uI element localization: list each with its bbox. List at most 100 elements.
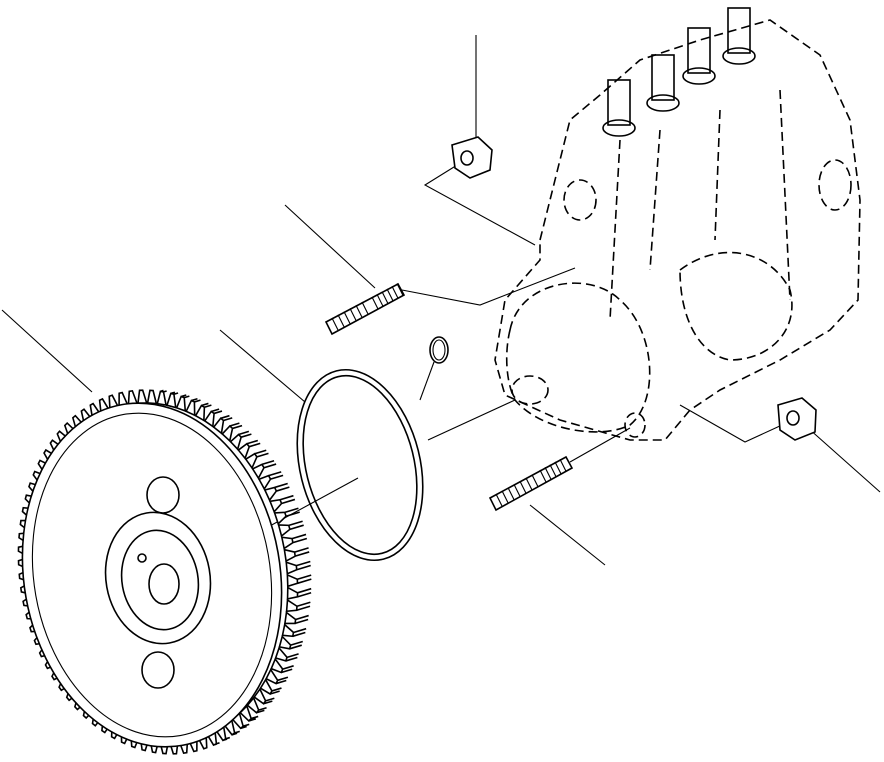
gear-tooth bbox=[137, 389, 148, 405]
upper-nut bbox=[451, 136, 493, 179]
gear-tooth bbox=[257, 471, 284, 491]
gear-tooth bbox=[175, 394, 190, 413]
upper-stud bbox=[324, 282, 406, 336]
drive-gear bbox=[17, 389, 312, 755]
gear-tooth bbox=[283, 611, 309, 625]
gear-tooth bbox=[127, 390, 139, 406]
lower-stud-thread bbox=[525, 477, 533, 491]
upper-stud-thread bbox=[337, 314, 345, 328]
large-o-ring bbox=[296, 368, 424, 562]
gear-tooth bbox=[268, 494, 296, 514]
lower-stud-thread bbox=[513, 484, 521, 497]
upper-stud-thread bbox=[355, 304, 363, 318]
delivery-valve-nut-2 bbox=[646, 94, 680, 112]
gear-tooth bbox=[156, 389, 168, 407]
delivery-valve-holders bbox=[602, 7, 756, 137]
lower-stud-thread bbox=[554, 461, 562, 475]
leader-line-lower-stud bbox=[529, 504, 606, 566]
lower-stud-thread bbox=[544, 467, 552, 480]
gear-tooth bbox=[229, 430, 252, 451]
gear-tooth bbox=[259, 678, 282, 696]
leader-line-lower-nut bbox=[807, 427, 881, 493]
gear-tooth bbox=[212, 414, 233, 435]
lower-stud-thread bbox=[531, 474, 539, 488]
injection-pump-body bbox=[494, 7, 861, 441]
delivery-valve-nut-3 bbox=[682, 67, 716, 85]
leader-line-gear bbox=[1, 309, 93, 393]
upper-stud-thread bbox=[371, 296, 379, 310]
gear-tooth bbox=[265, 668, 289, 685]
assembly-lines bbox=[267, 161, 783, 528]
delivery-valve-3 bbox=[687, 27, 711, 74]
pump-body-edge-2 bbox=[649, 129, 661, 271]
assembly-line-upper-nut bbox=[423, 161, 536, 246]
gear-tooth bbox=[285, 598, 311, 613]
upper-stud-thread bbox=[361, 301, 369, 315]
gear-tooth bbox=[286, 573, 312, 588]
lower-stud-thread bbox=[501, 490, 509, 504]
pump-body-edge-1 bbox=[609, 139, 621, 321]
lower-stud-body bbox=[488, 455, 574, 512]
lower-stud-thread bbox=[539, 469, 547, 483]
leader-line-large-o-ring bbox=[219, 329, 306, 403]
upper-stud-thread bbox=[331, 317, 339, 331]
upper-stud-thread bbox=[386, 288, 394, 302]
lower-stud-thread bbox=[519, 480, 527, 494]
large-o-ring-inner bbox=[302, 374, 418, 556]
gear-hub-bore bbox=[148, 563, 180, 605]
upper-stud-thread bbox=[376, 294, 384, 307]
upper-stud-thread bbox=[381, 291, 389, 304]
lower-nut bbox=[777, 397, 817, 441]
pump-governor-cap bbox=[818, 159, 852, 211]
delivery-valve-4 bbox=[727, 7, 751, 54]
gear-tooth bbox=[263, 482, 290, 502]
upper-stud-thread bbox=[391, 285, 399, 299]
gear-hub-middle bbox=[120, 529, 200, 631]
pump-mounting-hole-lower bbox=[624, 412, 646, 438]
gear-face-rim bbox=[31, 412, 273, 738]
pump-mounting-hole-upper bbox=[563, 179, 597, 221]
gear-tooth bbox=[244, 449, 269, 470]
assembly-line-lower-nut bbox=[679, 404, 783, 443]
gear-tooth bbox=[277, 520, 304, 538]
pump-body-edge-4 bbox=[779, 89, 791, 301]
small-o-ring-inner bbox=[432, 339, 446, 361]
lower-nut-hole bbox=[786, 410, 800, 426]
assembly-line-o-ring bbox=[427, 399, 516, 441]
upper-stud-thread bbox=[396, 283, 404, 296]
pump-body-edge-3 bbox=[714, 109, 721, 241]
gear-hub-outer bbox=[104, 511, 212, 645]
gear-tooth bbox=[283, 547, 310, 563]
upper-nut-hole bbox=[460, 150, 474, 166]
pump-housing-outline bbox=[494, 19, 861, 441]
lower-stud-thread bbox=[549, 464, 557, 477]
assembly-line-upper-stud bbox=[401, 267, 576, 306]
lower-stud-thread bbox=[559, 458, 567, 472]
assembly-line-lower-stud bbox=[569, 427, 631, 463]
large-o-ring-outer bbox=[296, 368, 424, 562]
gear-tooth bbox=[194, 402, 212, 422]
delivery-valve-nut-1 bbox=[602, 119, 636, 137]
delivery-valve-1 bbox=[607, 79, 631, 126]
gear-tooth bbox=[185, 397, 201, 417]
gear-tooth bbox=[237, 439, 261, 460]
gear-tooth bbox=[165, 391, 179, 409]
gear-tooth bbox=[280, 533, 308, 550]
gear-tooth bbox=[221, 422, 243, 443]
upper-stud-thread bbox=[349, 308, 357, 321]
gear-dowel-hole bbox=[137, 553, 147, 563]
leader-line-small-o-ring bbox=[419, 361, 435, 401]
delivery-valve-2 bbox=[651, 54, 675, 101]
gear-tooth bbox=[246, 696, 267, 714]
lower-stud-thread bbox=[507, 487, 515, 500]
pump-shaft-boss bbox=[511, 375, 549, 405]
gear-tooth bbox=[270, 657, 294, 674]
gear-tooth bbox=[285, 560, 311, 575]
leader-lines bbox=[1, 35, 881, 566]
pump-side-cover bbox=[679, 251, 793, 361]
delivery-valve-nut-4 bbox=[722, 47, 756, 65]
pump-flange-outline bbox=[505, 282, 651, 433]
gear-tooth bbox=[273, 507, 300, 526]
gear-tooth bbox=[253, 687, 275, 705]
